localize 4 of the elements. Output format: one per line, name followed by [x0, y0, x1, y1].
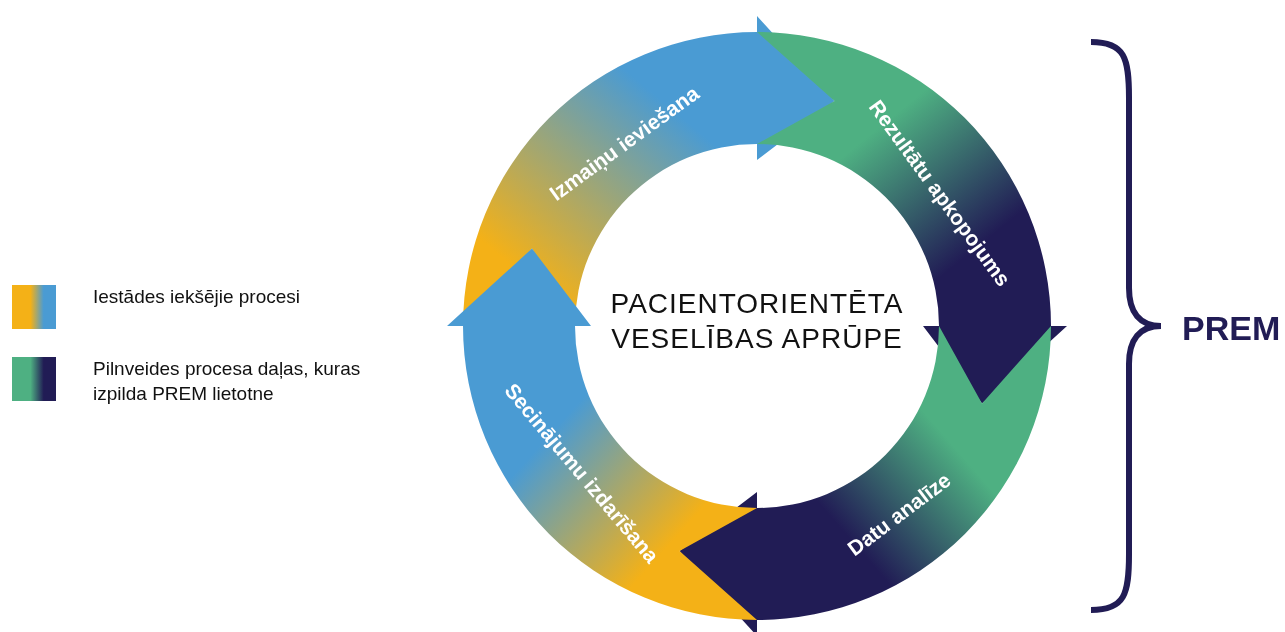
bracket-label: PREM: [1182, 309, 1281, 348]
legend-text: Iestādes iekšējie procesi: [93, 285, 301, 309]
legend-text: Pilnveides procesa daļas, kuras izpilda PREM lietotne: [93, 357, 362, 406]
center-title: PACIENTORIENTĒTA VESELĪBAS APRŪPE: [609, 287, 905, 356]
